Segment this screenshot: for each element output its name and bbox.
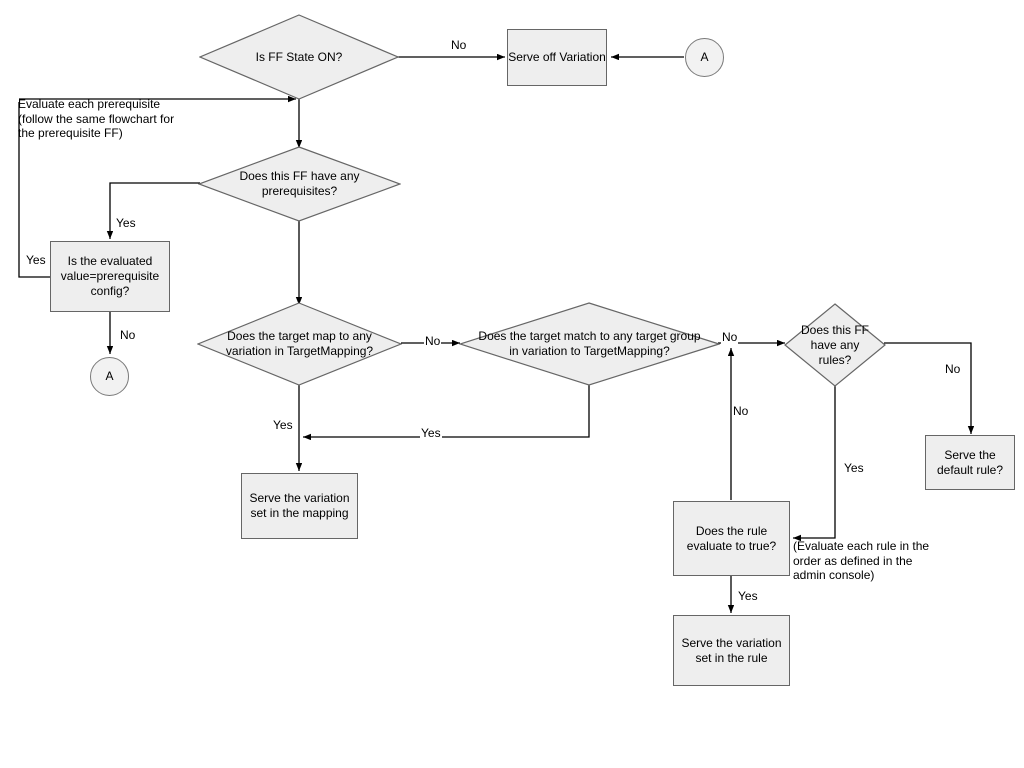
edge-label-prereq-loop-yes: Yes [25,253,47,267]
connector-a-top-label: A [700,50,709,64]
process-evaluated-value-equals-prerequisite-label: Is the evaluated value=prerequisite conf… [60,254,160,298]
process-serve-variation-in-mapping[interactable]: Serve the variation set in the mapping [241,473,358,539]
edge-label-map-yes: Yes [272,418,294,432]
edge-label-state-on-no: No [450,38,468,52]
edge-label-evaluated-no: No [119,328,137,342]
edge-label-rule-eval-no: No [732,404,750,418]
connector-a-bottom-label: A [105,369,114,383]
decision-is-ff-state-on[interactable]: Is FF State ON? [199,14,399,100]
process-serve-variation-in-rule-label: Serve the variation set in the rule [681,635,782,665]
process-serve-off-variation[interactable]: Serve off Variation [507,29,607,86]
edge-label-group-no: No [721,330,739,344]
decision-target-match-group[interactable]: Does the target match to any target grou… [459,302,720,386]
decision-has-prerequisites[interactable]: Does this FF have any prerequisites? [198,146,401,222]
process-serve-default-rule-label: Serve the default rule? [936,447,1004,477]
note-evaluate-each-prerequisite: Evaluate each prerequisite (follow the s… [18,97,175,141]
process-does-rule-evaluate-to-true[interactable]: Does the rule evaluate to true? [673,501,790,576]
decision-has-rules[interactable]: Does this FF have any rules? [784,303,886,387]
edge-label-rules-yes: Yes [843,461,865,475]
note-evaluate-rules-in-order: (Evaluate each rule in the order as defi… [793,539,930,583]
decision-target-map-to-variation[interactable]: Does the target map to any variation in … [197,302,402,386]
edge-label-rule-eval-yes: Yes [737,589,759,603]
edge-label-rules-no: No [944,362,962,376]
connector-a-top[interactable]: A [685,38,724,77]
connector-a-bottom[interactable]: A [90,357,129,396]
process-serve-off-variation-label: Serve off Variation [508,50,606,64]
process-does-rule-evaluate-to-true-label: Does the rule evaluate to true? [686,523,777,553]
process-serve-default-rule[interactable]: Serve the default rule? [925,435,1015,490]
process-evaluated-value-equals-prerequisite[interactable]: Is the evaluated value=prerequisite conf… [50,241,170,312]
edge-label-group-yes: Yes [420,426,442,440]
process-serve-variation-in-rule[interactable]: Serve the variation set in the rule [673,615,790,686]
process-serve-variation-in-mapping-label: Serve the variation set in the mapping [249,491,350,520]
edge-label-prereq-yes: Yes [115,216,137,230]
edge-label-map-no: No [424,334,442,348]
